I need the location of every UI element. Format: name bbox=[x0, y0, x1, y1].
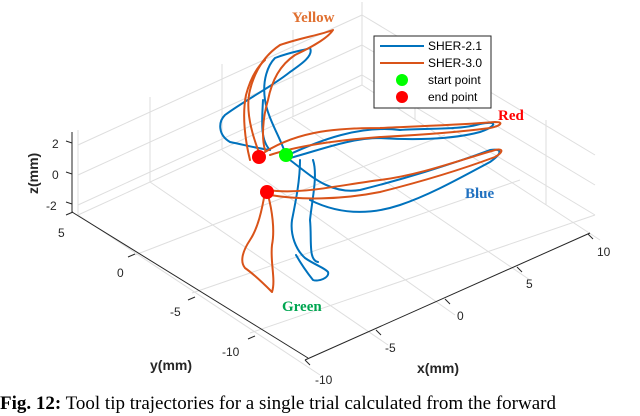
caption-label: Fig. 12: bbox=[0, 393, 62, 414]
z-axis-label: z(mm) bbox=[25, 153, 41, 194]
svg-text:2: 2 bbox=[52, 137, 59, 151]
y-tick-labels: 5 0 -5 -10 bbox=[58, 226, 240, 359]
legend-item-sher-3-0: SHER-3.0 bbox=[380, 56, 482, 70]
annotation-green: Green bbox=[282, 299, 322, 315]
x-tick-labels: -10 -5 0 5 10 bbox=[315, 245, 611, 387]
svg-text:SHER-2.1: SHER-2.1 bbox=[428, 39, 482, 53]
y-axis-label: y(mm) bbox=[150, 357, 192, 373]
svg-text:-2: -2 bbox=[46, 199, 57, 213]
svg-text:5: 5 bbox=[58, 226, 65, 240]
svg-text:-5: -5 bbox=[385, 341, 396, 355]
svg-text:0: 0 bbox=[52, 168, 59, 182]
svg-text:10: 10 bbox=[597, 245, 611, 259]
x-axis-label: x(mm) bbox=[417, 360, 459, 376]
svg-text:-10: -10 bbox=[315, 373, 333, 387]
caption-text: Tool tip trajectories for a single trial… bbox=[61, 393, 556, 414]
svg-text:start point: start point bbox=[428, 73, 481, 87]
series-sher-3-0 bbox=[241, 29, 503, 293]
legend-item-start-point: start point bbox=[396, 73, 481, 87]
svg-text:5: 5 bbox=[526, 277, 533, 291]
annotation-red: Red bbox=[498, 108, 524, 124]
legend-item-sher-2-1: SHER-2.1 bbox=[380, 39, 482, 53]
annotation-yellow: Yellow bbox=[292, 10, 335, 26]
series-sher-2-1 bbox=[219, 47, 501, 282]
legend-item-end-point: end point bbox=[396, 90, 478, 104]
figure-caption: Fig. 12: Tool tip trajectories for a sin… bbox=[0, 392, 640, 416]
annotation-blue: Blue bbox=[465, 186, 495, 202]
svg-text:end point: end point bbox=[428, 90, 478, 104]
svg-text:SHER-3.0: SHER-3.0 bbox=[428, 56, 482, 70]
svg-text:0: 0 bbox=[117, 266, 124, 280]
svg-text:-5: -5 bbox=[170, 305, 181, 319]
start-point-marker bbox=[279, 148, 293, 162]
end-point-marker-2 bbox=[260, 185, 274, 199]
end-point-marker-1 bbox=[252, 150, 266, 164]
svg-text:-10: -10 bbox=[222, 345, 240, 359]
z-tick-labels: 2 0 -2 bbox=[46, 137, 59, 213]
legend: SHER-2.1 SHER-3.0 start point end point bbox=[373, 35, 492, 109]
axes bbox=[65, 132, 594, 366]
svg-text:0: 0 bbox=[457, 309, 464, 323]
